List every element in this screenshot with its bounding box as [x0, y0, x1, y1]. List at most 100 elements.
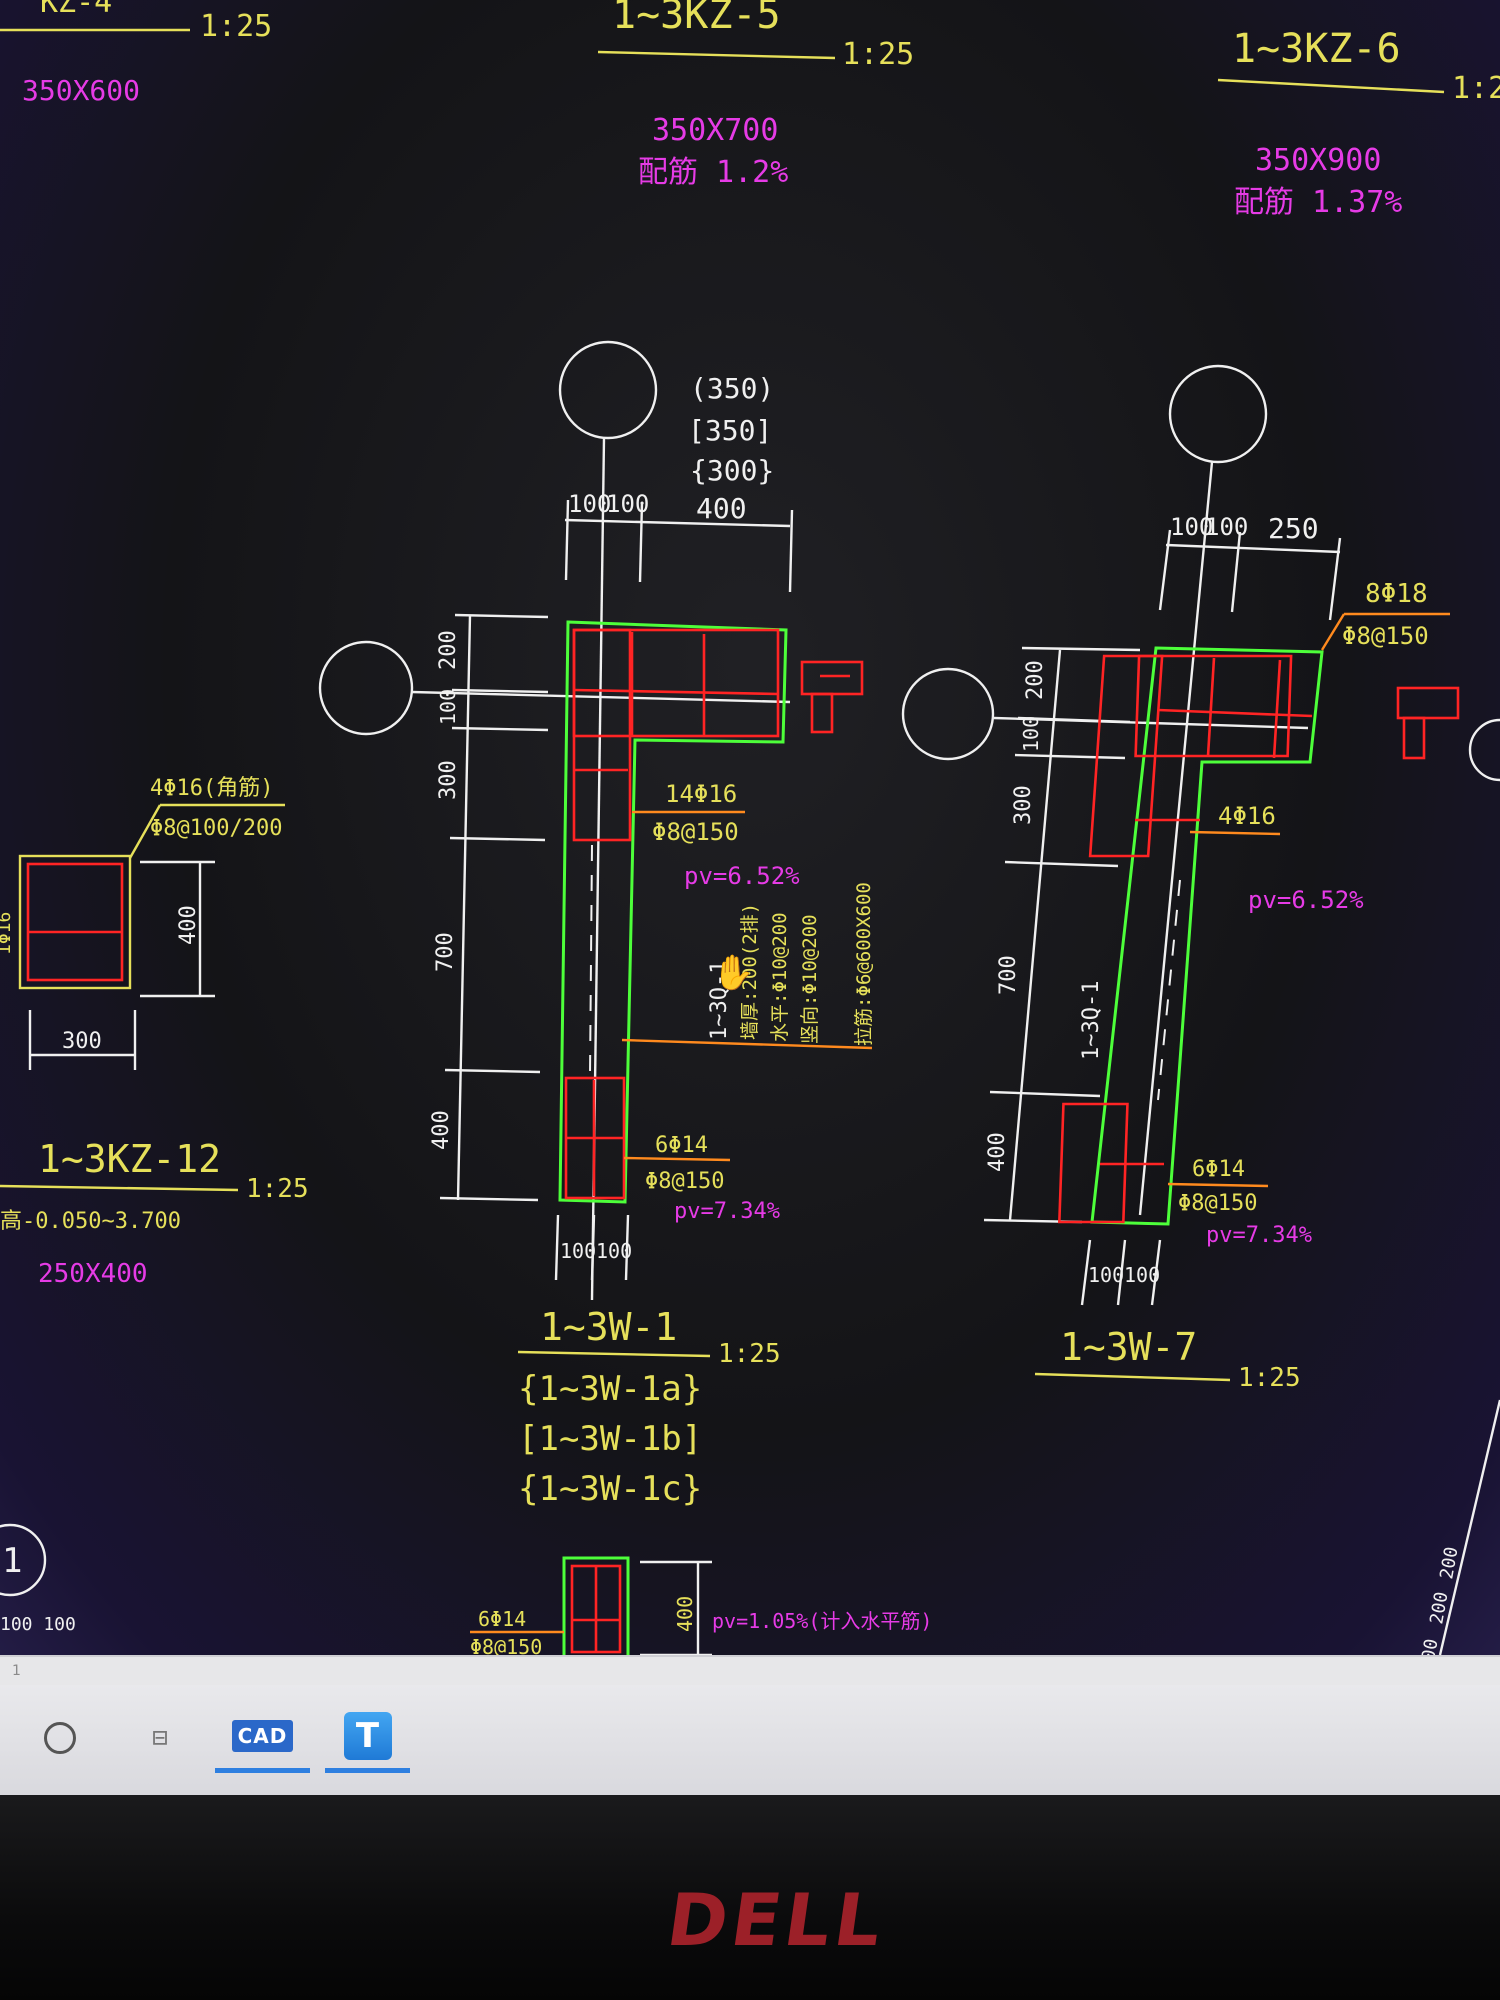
- w1-bottom-dim-a: 100: [560, 1239, 596, 1263]
- bottom-outline: [562, 1556, 630, 1655]
- kz12-side-label: 1Φ16: [0, 912, 15, 955]
- monitor-bezel: DELL: [0, 1795, 1500, 2000]
- w1-dim-100a: 100: [568, 490, 611, 518]
- axis-bubble-w1: [558, 340, 658, 440]
- w7-dim-250: 250: [1268, 512, 1319, 545]
- kz12-rebar: [26, 862, 124, 982]
- kz6-ratio: 配筋 1.37%: [1234, 185, 1402, 220]
- w1-wall-note-3: 竖向:Φ10@200: [799, 914, 821, 1044]
- taskbar-cad-button[interactable]: CAD: [215, 1703, 310, 1773]
- w7-bottom-dim-a: 100: [1088, 1263, 1124, 1287]
- w1-outline: [558, 620, 788, 1204]
- w7-rebar-top: [1134, 654, 1293, 758]
- w7-note-mid: 4Φ16: [1218, 802, 1276, 830]
- command-line[interactable]: 1: [0, 1655, 1500, 1687]
- w1-bottom-dim-b: 100: [596, 1239, 632, 1263]
- w7-dim-left-300: 300: [1011, 785, 1036, 825]
- kz12-size: 250X400: [38, 1259, 148, 1289]
- w7-dim-left-200: 200: [1023, 660, 1048, 700]
- taskbar-t-button[interactable]: T: [325, 1703, 410, 1773]
- kz12-note-1: 4Φ16(角筋): [150, 776, 273, 801]
- kz6-header: 1~3KZ-6 1:25 350X900 配筋 1.37%: [1217, 26, 1500, 220]
- t-app-icon: T: [343, 1711, 392, 1760]
- w1-wall-note-4: 拉筋:Φ6@600X600: [853, 882, 875, 1046]
- kz6-scale: 1:25: [1452, 71, 1500, 106]
- w1-tie-symbol: [800, 660, 864, 696]
- w1-dim-left-200: 200: [436, 630, 461, 670]
- w1-dim-left-700: 700: [433, 932, 458, 972]
- bottom-note-1: 6Φ14: [478, 1607, 526, 1631]
- kz12-scale: 1:25: [246, 1174, 309, 1204]
- w7-dim-left-400: 400: [985, 1132, 1010, 1172]
- bottom-pv: pv=1.05%(计入水平筋): [712, 1609, 932, 1633]
- w7-pv-top: pv=6.52%: [1248, 886, 1364, 914]
- w1-alt-b: [1~3W-1b]: [518, 1419, 702, 1459]
- w7-scale: 1:25: [1238, 1363, 1301, 1393]
- kz12-elevation: 高-0.050~3.700: [0, 1209, 181, 1234]
- cad-drawing[interactable]: .y{fill:#e6e05a;font-family:"DejaVu Sans…: [0, 0, 1500, 1655]
- w1-scale: 1:25: [718, 1339, 781, 1369]
- kz5-ratio: 配筋 1.2%: [638, 155, 788, 190]
- w7-dim-100a: 100: [1170, 513, 1213, 541]
- kz12-note-2: Φ8@100/200: [150, 816, 282, 841]
- w7-dim-100b: 100: [1205, 513, 1248, 541]
- cad-app-icon: CAD: [231, 1719, 294, 1752]
- w1-alt-a: {1~3W-1a}: [518, 1369, 702, 1409]
- axis-bottom-dims: 100 100: [0, 1614, 76, 1635]
- kz12-dim-width: 300: [62, 1029, 102, 1054]
- w7-note-top-2: Φ8@150: [1342, 622, 1429, 650]
- w1-dim-left-300: 300: [436, 760, 461, 800]
- w1-title: 1~3W-1: [540, 1305, 677, 1349]
- w7-title: 1~3W-7: [1060, 1325, 1197, 1369]
- axis-number: 1: [2, 1541, 22, 1581]
- right-dim-3: 200: [1416, 1637, 1442, 1655]
- left-section: KZ-4 1:25 350X600 4Φ16(角筋) Φ8@100/200 1Φ…: [0, 0, 309, 1635]
- kz4-scale: 1:25: [200, 9, 272, 44]
- w1-dim-350a: (350): [690, 372, 774, 405]
- circle-icon: [44, 1722, 76, 1754]
- w1-note-top-2: Φ8@150: [652, 818, 739, 846]
- w7-tie-symbol: [1396, 686, 1460, 720]
- right-edge-dims: 200 200 200: [1416, 1399, 1500, 1655]
- w7-wall-label: 1~3Q-1: [1079, 981, 1104, 1060]
- w7-dim-left-100: 100: [1019, 716, 1043, 752]
- kz4-size: 350X600: [22, 74, 140, 107]
- w1-dim-left-100: 100: [436, 689, 460, 725]
- dell-logo: DELL: [662, 1878, 891, 1962]
- w1-dim-400: 400: [696, 492, 747, 525]
- taskbar: ⊟ CAD T: [0, 1685, 1500, 1798]
- bottom-dim: 400: [673, 1596, 697, 1632]
- w7-pv-bot: pv=7.34%: [1206, 1223, 1312, 1248]
- axis-bubble-w7: [1168, 364, 1268, 464]
- w1-dim-350b: [350]: [688, 414, 772, 447]
- kz4-title: KZ-4: [40, 0, 112, 20]
- taskbar-window-button[interactable]: ⊟: [130, 1703, 190, 1773]
- axis-bubble: [0, 1523, 47, 1597]
- command-line-text: 1: [12, 1663, 21, 1679]
- w7-note-bot-2: Φ8@150: [1178, 1191, 1257, 1216]
- bottom-section: 6Φ14 Φ8@150 400 pv=1.05%(计入水平筋): [470, 1556, 932, 1655]
- hand-cursor-icon: ✋: [712, 953, 754, 992]
- kz12-outline: [18, 854, 132, 990]
- w1-dim-300: {300}: [690, 454, 774, 487]
- kz6-size: 350X900: [1255, 143, 1381, 178]
- w7-note-bot-1: 6Φ14: [1192, 1157, 1245, 1182]
- w1-note-top-1: 14Φ16: [665, 780, 737, 808]
- w1-rebar-top: [572, 628, 780, 738]
- axis-bubble-w1-h: [318, 640, 414, 736]
- cad-viewport[interactable]: .y{fill:#e6e05a;font-family:"DejaVu Sans…: [0, 0, 1500, 1655]
- w1-alt-c: {1~3W-1c}: [518, 1469, 702, 1509]
- w7-note-top-1: 8Φ18: [1365, 579, 1428, 609]
- kz5-header: 1~3KZ-5 1:25 350X700 配筋 1.2%: [597, 0, 914, 190]
- kz12-dim-height: 400: [176, 905, 201, 945]
- kz12-title: 1~3KZ-12: [38, 1137, 221, 1181]
- bottom-note-2: Φ8@150: [470, 1635, 542, 1655]
- kz6-title: 1~3KZ-6: [1232, 26, 1401, 72]
- w7-detail: 100 100 250 200 100 300 700 400: [901, 364, 1500, 1393]
- taskbar-circle-button[interactable]: [30, 1703, 90, 1773]
- window-icon: ⊟: [152, 1723, 168, 1753]
- w1-detail: (350) [350] {300} 400 100 100 200 1: [318, 340, 875, 1509]
- w1-wall-note-2: 水平:Φ10@200: [769, 912, 791, 1042]
- kz5-scale: 1:25: [842, 37, 914, 72]
